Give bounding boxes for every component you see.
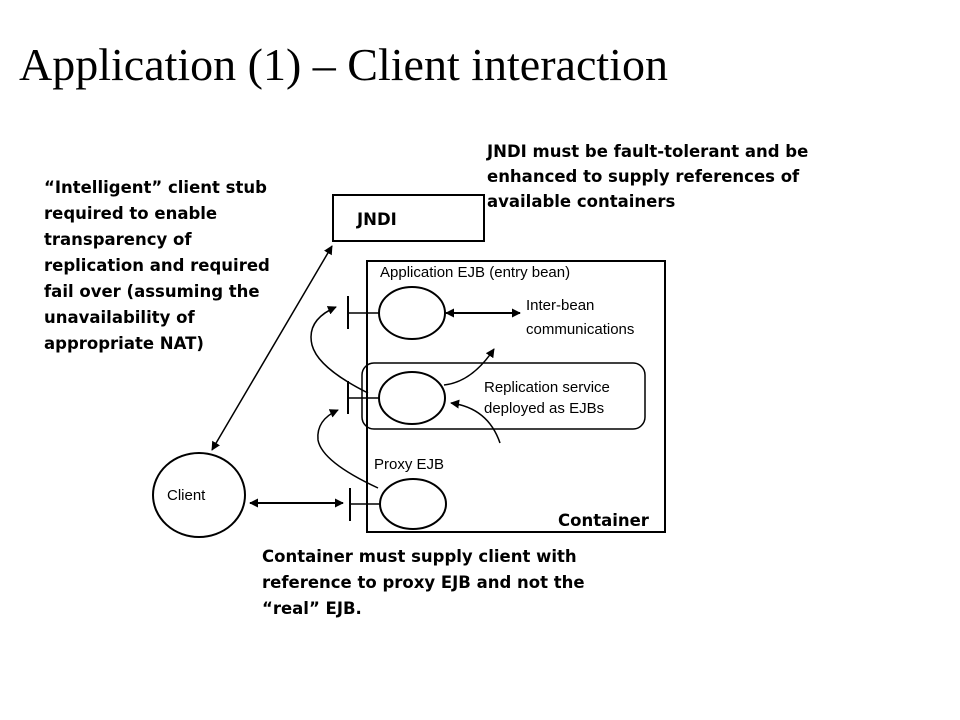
jndi-note-line-3: available containers	[487, 192, 675, 211]
container-note-line-1: Container must supply client with	[262, 547, 577, 566]
slide-title: Application (1) – Client interaction	[19, 39, 668, 90]
client-stub-note-line-6: unavailability of	[44, 308, 195, 327]
jndi-note-line-2: enhanced to supply references of	[487, 167, 800, 186]
inter-bean-label-1: Inter-bean	[526, 297, 594, 314]
container-note-line-2: reference to proxy EJB and not the	[262, 573, 585, 592]
client-stub-note-line-5: fail over (assuming the	[44, 282, 260, 301]
replication-label-2: deployed as EJBs	[484, 400, 604, 417]
client-jndi-arrow	[211, 245, 333, 451]
replication-ejb-circle	[378, 371, 446, 425]
proxy-ejb-circle	[379, 478, 447, 530]
proxy-to-replication-arrow	[317, 409, 379, 489]
client-stub-note-line-7: appropriate NAT)	[44, 334, 204, 353]
replication-label-1: Replication service	[484, 379, 610, 396]
replication-to-application-arrow	[310, 306, 369, 394]
client-stub-note-line-4: replication and required	[44, 256, 270, 275]
replication-to-inter-bean-arrow	[443, 348, 495, 386]
container-note-line-3: “real” EJB.	[262, 599, 362, 618]
client-label: Client	[167, 487, 206, 504]
container-box	[366, 260, 666, 533]
jndi-box	[332, 194, 485, 242]
proxy-ejb-label: Proxy EJB	[374, 456, 444, 473]
application-ejb-label: Application EJB (entry bean)	[380, 264, 570, 281]
application-ejb-circle	[378, 286, 446, 340]
inter-bean-label-2: communications	[526, 321, 634, 338]
client-circle	[152, 452, 246, 538]
jndi-note-line-1: JNDI must be fault-tolerant and be	[486, 142, 808, 161]
client-stub-note-line-2: required to enable	[44, 204, 217, 223]
container-label: Container	[558, 511, 650, 530]
replication-service-box	[361, 362, 646, 430]
jndi-label: JNDI	[356, 210, 397, 229]
incoming-replication-arrow	[450, 399, 501, 444]
client-stub-note-line-1: “Intelligent” client stub	[44, 178, 267, 197]
client-stub-note-line-3: transparency of	[44, 230, 192, 249]
